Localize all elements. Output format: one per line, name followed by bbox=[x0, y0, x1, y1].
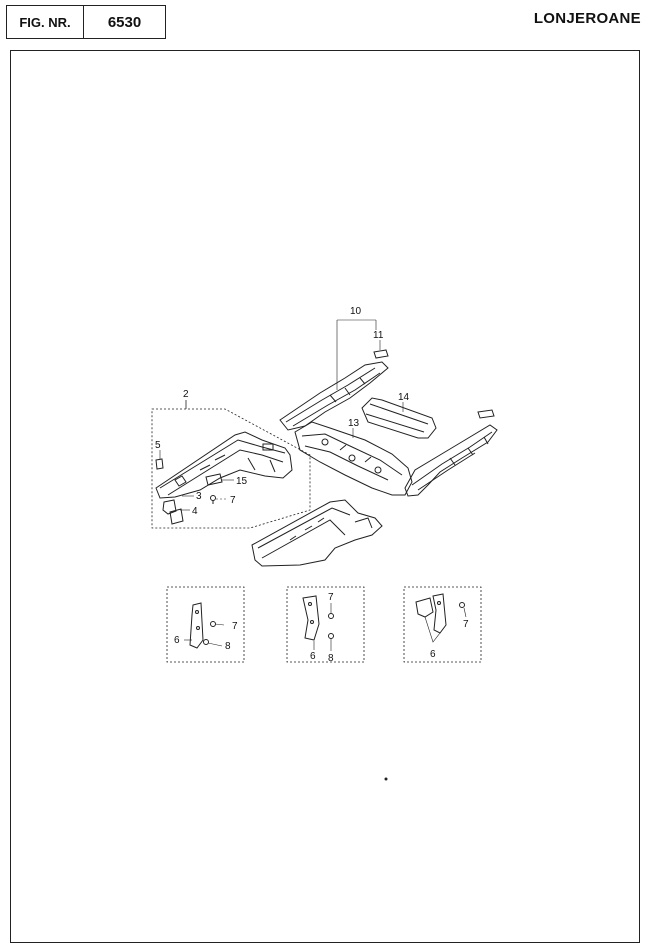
leader-10 bbox=[336, 319, 377, 390]
lower-side-member bbox=[251, 499, 383, 567]
callout-3: 3 bbox=[196, 491, 202, 502]
detail-2-callout-8: 8 bbox=[328, 653, 334, 664]
figure-number-box: FIG. NR. 6530 bbox=[6, 5, 166, 39]
detail-1-callout-6: 6 bbox=[174, 635, 180, 646]
upper-rail-10 bbox=[279, 361, 389, 431]
callout-5: 5 bbox=[155, 440, 161, 451]
callout-4: 4 bbox=[192, 506, 198, 517]
plate-15 bbox=[205, 473, 223, 486]
right-rail bbox=[404, 424, 498, 497]
floor-member-13 bbox=[294, 421, 413, 496]
group-2-outline bbox=[151, 408, 311, 529]
page-title: LONJEROANE bbox=[533, 10, 641, 27]
bracket-4 bbox=[169, 508, 184, 525]
detail-2-callout-6: 6 bbox=[310, 651, 316, 662]
callout-14: 14 bbox=[398, 392, 410, 403]
clip-11 bbox=[373, 349, 389, 359]
figure-label: FIG. NR. bbox=[7, 6, 84, 38]
detail-2-bracket bbox=[302, 595, 320, 641]
callout-7: 7 bbox=[230, 495, 236, 506]
clip-5 bbox=[155, 458, 164, 470]
detail-box-2 bbox=[286, 586, 365, 663]
left-side-member bbox=[155, 431, 293, 499]
callout-13: 13 bbox=[348, 418, 360, 429]
crossmember-14 bbox=[361, 397, 437, 439]
diagram-frame bbox=[10, 50, 640, 943]
detail-box-3 bbox=[403, 586, 482, 663]
detail-1-bracket bbox=[189, 602, 204, 649]
callout-2: 2 bbox=[183, 389, 189, 400]
callout-10: 10 bbox=[350, 306, 362, 317]
clip-right bbox=[477, 409, 495, 419]
callout-15: 15 bbox=[236, 476, 248, 487]
detail-3-bracket bbox=[415, 593, 447, 634]
detail-2-callout-7: 7 bbox=[328, 592, 334, 603]
figure-number: 6530 bbox=[107, 13, 142, 31]
bracket-3 bbox=[162, 499, 177, 515]
detail-1-callout-7: 7 bbox=[232, 621, 238, 632]
detail-3-callout-7: 7 bbox=[463, 619, 469, 630]
bolt-7a bbox=[210, 495, 216, 501]
detail-3-callout-6: 6 bbox=[430, 649, 436, 660]
detail-1-callout-8: 8 bbox=[225, 641, 231, 652]
callout-11: 11 bbox=[373, 330, 384, 341]
